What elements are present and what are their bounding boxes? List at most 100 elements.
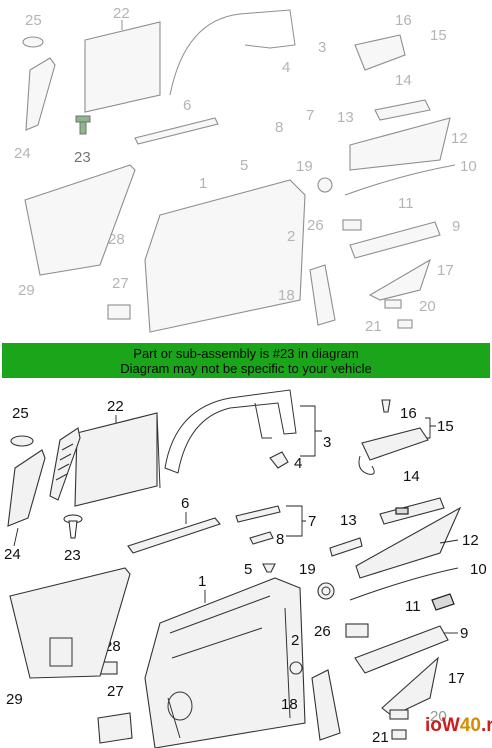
label-14: 14 [403,468,420,485]
label-2: 2 [287,228,295,245]
part-17-cover [381,656,439,717]
label-1: 1 [198,573,206,590]
part-15-handle [361,427,429,461]
label-5: 5 [244,561,252,578]
label-10: 10 [470,561,487,578]
part-21-clip [397,319,413,329]
info-banner: Part or sub-assembly is #23 in diagram D… [2,343,490,378]
part-15-handle [354,34,406,71]
label-23: 23 [64,547,81,564]
part-3-frame [164,389,297,474]
watermark-brand-b: 40 [459,715,481,736]
part-13-bezel [329,537,363,557]
part-1-door-panel [144,179,306,333]
label-25: 25 [25,12,42,29]
part-20-clip [389,709,409,720]
part-26-switch [342,219,362,231]
label-26: 26 [307,217,324,234]
part-20-clip [384,299,402,309]
label-29: 29 [18,282,35,299]
part-24-trim [7,449,46,527]
label-22: 22 [107,398,124,415]
label-12: 12 [451,130,468,147]
label-29: 29 [6,691,23,708]
label-16: 16 [400,405,417,422]
part-6-strip [127,517,221,554]
part-12-armrest [349,117,451,171]
part-18-trim [311,669,341,741]
label-10: 10 [460,158,477,175]
label-13: 13 [337,109,354,126]
label-14: 14 [395,72,412,89]
part-10-molding [344,164,456,196]
label-21: 21 [372,729,389,746]
label-24: 24 [4,546,21,563]
part-27-vent [97,712,133,744]
part-9-pull [354,625,449,674]
label-18: 18 [281,696,298,713]
part-14-switch [379,497,445,525]
banner-line-2: Diagram may not be specific to your vehi… [120,361,372,376]
label-19: 19 [296,158,313,175]
part-29-insulation [24,164,136,276]
label-24: 24 [14,145,31,162]
part-25-seal [22,36,44,48]
label-16: 16 [395,12,412,29]
part-22-rail [49,427,81,501]
part-19-knob [317,177,333,193]
label-1: 1 [199,175,207,192]
label-4: 4 [282,59,290,76]
part-17-cover [368,258,431,301]
label-11: 11 [398,195,414,212]
label-9: 9 [452,218,460,235]
part-23-clip [63,514,83,539]
label-7: 7 [308,513,316,530]
label-3: 3 [318,39,326,56]
part-2-grommet [289,661,303,675]
part-24-trim [25,57,56,131]
label-8: 8 [276,531,284,548]
label-26: 26 [314,623,331,640]
label-2: 2 [291,632,299,649]
label-15: 15 [437,418,454,435]
part-19-knob [317,582,335,600]
part-6-strip [134,117,219,145]
label-28: 28 [108,231,125,248]
diagram-top-svg: 25 22 24 23 3 4 16 15 14 6 7 8 13 12 5 1… [14,5,477,335]
label-21: 21 [365,318,382,335]
label-15: 15 [430,27,447,44]
label-12: 12 [462,532,479,549]
label-27: 27 [107,683,124,700]
label-6: 6 [183,97,191,114]
part-22-sunshade [84,21,161,113]
banner-line-1: Part or sub-assembly is #23 in diagram [133,346,359,361]
part-10-molding [349,567,459,601]
label-11: 11 [405,598,421,615]
diagram-bottom: 25 22 24 23 3 4 16 15 14 6 7 8 13 12 10 … [0,378,492,748]
label-6: 6 [181,495,189,512]
label-7: 7 [306,107,314,124]
label-27: 27 [112,275,129,292]
part-16-bulb [381,399,391,413]
label-20: 20 [419,298,436,315]
part-21-clip [391,729,407,740]
watermark-brand-a: ioW [425,715,460,736]
part-7-strip [235,505,281,523]
part-27-vent [107,304,131,320]
part-12-armrest [355,506,462,579]
label-19: 19 [299,561,316,578]
label-8: 8 [275,119,283,136]
watermark-suffix: .ru [480,715,492,736]
part-18-trim [309,264,336,326]
part-11-switch [431,593,455,611]
label-9: 9 [460,625,468,642]
part-22-sunshade [74,412,158,507]
diagram-top: 25 22 24 23 3 4 16 15 14 6 7 8 13 12 5 1… [0,0,492,343]
part-3-frame [169,9,296,96]
part-25-seal [10,435,34,447]
label-3: 3 [323,434,331,451]
label-18: 18 [278,287,295,304]
part-29-insulation [9,567,131,679]
label-5: 5 [240,157,248,174]
label-17: 17 [437,262,454,279]
